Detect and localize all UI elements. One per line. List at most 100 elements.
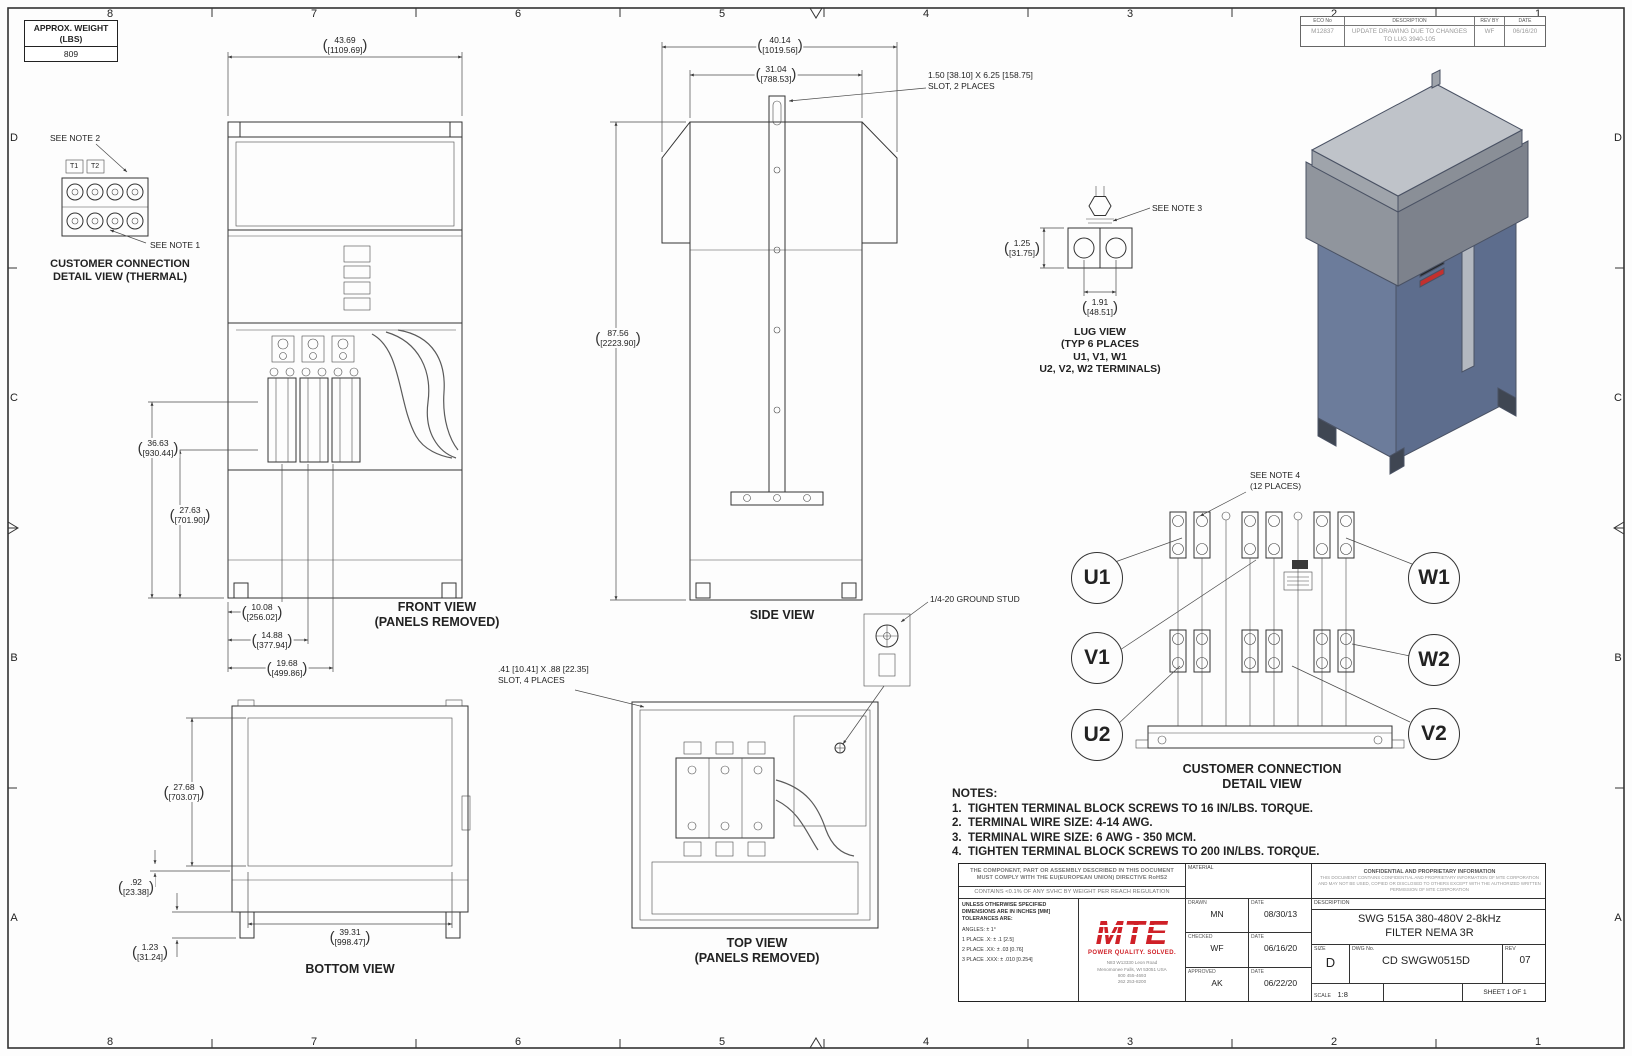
dim-side-40: ( 40.14[1019.56] ) [756, 34, 804, 56]
dim-bottom-123: ( 1.23[31.24] ) [131, 941, 169, 963]
zone-row-left-c: C [10, 392, 18, 404]
notes-heading: NOTES: [952, 786, 998, 800]
side-slot-callout: 1.50 [38.10] X 6.25 [158.75] SLOT, 2 PLA… [928, 70, 1033, 92]
front-view-drawing [227, 121, 463, 599]
side-view-drawing [661, 95, 898, 601]
notes-block: NOTES: 1. TIGHTEN TERMINAL BLOCK SCREWS … [952, 786, 1319, 859]
checked-date: 06/16/20 [1263, 943, 1298, 953]
zone-col-bottom-6: 6 [514, 1036, 522, 1048]
connection-view-drawing [1114, 491, 1413, 749]
eco-col-header: ECO No [1301, 17, 1345, 26]
thermal-see-note-1: SEE NOTE 1 [150, 240, 201, 250]
ground-stud-callout: 1/4-20 GROUND STUD [930, 594, 1020, 604]
checked-row: CHECKED WF DATE 06/16/20 [1186, 933, 1312, 968]
top-view-title: TOP VIEW (PANELS REMOVED) [694, 936, 820, 965]
dim-front-10: ( 10.08[256.02] ) [240, 601, 284, 623]
isometric-view [1305, 69, 1529, 475]
eco-number: M12837 [1301, 26, 1345, 46]
terminal-label-w2: W2 [1408, 634, 1460, 686]
eco-desc-header: DESCRIPTION [1345, 17, 1475, 26]
approved-date: 06/22/20 [1263, 978, 1298, 988]
tolerance-block: UNLESS OTHERWISE SPECIFIED DIMENSIONS AR… [959, 899, 1079, 1001]
logo-stripe [1093, 933, 1171, 936]
zone-row-right-a: A [1614, 912, 1622, 924]
description-line1: SWG 515A 380-480V 2-8kHz [1357, 913, 1502, 926]
zone-row-right-b: B [1614, 652, 1622, 664]
zone-col-bottom-1: 1 [1534, 1036, 1542, 1048]
top-view-drawing [631, 701, 879, 929]
note-item-3: 3. TERMINAL WIRE SIZE: 6 AWG - 350 MCM. [952, 831, 1197, 844]
terminal-label-u1: U1 [1071, 552, 1123, 604]
zone-col-bottom-3: 3 [1126, 1036, 1134, 1048]
dim-bottom-092: ( .92[23.38] ) [117, 876, 155, 898]
lug-view-title: LUG VIEW (TYP 6 PLACES U1, V1, W1 U2, V2… [1039, 326, 1161, 376]
dim-side-31: ( 31.04[788.53] ) [754, 63, 798, 85]
dim-bottom-3931: ( 39.31[998.47] ) [328, 926, 372, 948]
zone-col-bottom-2: 2 [1330, 1036, 1338, 1048]
thermal-t1-label: T1 [70, 163, 79, 170]
size-value: D [1325, 955, 1336, 970]
zone-col-bottom-7: 7 [310, 1036, 318, 1048]
terminal-label-u2: U2 [1071, 709, 1123, 761]
thermal-view-title: CUSTOMER CONNECTION DETAIL VIEW (THERMAL… [50, 258, 190, 283]
side-view-title: SIDE VIEW [749, 608, 815, 622]
material-cell: MATERIAL [1186, 864, 1312, 899]
zone-row-right-c: C [1614, 392, 1622, 404]
scale-value: 1:8 [1337, 990, 1348, 999]
zone-col-top-7: 7 [310, 8, 318, 20]
ground-stud-detail [842, 601, 929, 745]
terminal-label-v2: V2 [1408, 708, 1460, 760]
drawn-date: 08/30/13 [1263, 909, 1298, 919]
dim-bottom-2768: ( 27.68[703.07] ) [162, 781, 206, 803]
zone-col-top-3: 3 [1126, 8, 1134, 20]
top-slot-callout: .41 [10.41] X .88 [22.35] SLOT, 4 PLACES [498, 664, 589, 686]
eco-table: ECO No DESCRIPTION REV BY DATE M12837 UP… [1300, 16, 1546, 47]
confidential-statement: CONFIDENTIAL AND PROPRIETARY INFORMATION… [1312, 864, 1545, 899]
dim-lug-125: ( 1.25[31.75] ) [1003, 237, 1041, 259]
description-line2: FILTER NEMA 3R [1385, 927, 1474, 939]
eco-description: UPDATE DRAWING DUE TO CHANGES TO LUG 394… [1345, 26, 1475, 46]
approved-row: APPROVED AK DATE 06/22/20 [1186, 968, 1312, 1001]
sheet-border [7, 7, 1625, 1049]
zone-row-right-d: D [1614, 132, 1622, 144]
mte-tagline: POWER QUALITY. SOLVED. [1087, 950, 1177, 957]
eco-rev-header: REV BY [1475, 17, 1505, 26]
bottom-view-title: BOTTOM VIEW [305, 962, 395, 976]
dim-front-19: ( 19.68[499.86] ) [265, 657, 309, 679]
size-dwg-rev-row: SIZE D DWG No. CD SWGW0515D REV 07 [1312, 945, 1545, 984]
mte-address: N83 W13330 Leon Road Menomonee Falls, WI… [1097, 960, 1167, 985]
bottom-view-dimensions [150, 717, 453, 957]
thermal-view-drawing [61, 143, 149, 244]
mte-logo-block: MTE POWER QUALITY. SOLVED. N83 W13330 Le… [1079, 899, 1186, 1001]
logo-stripe [1093, 925, 1171, 928]
mte-logo: MTE [1093, 914, 1171, 952]
compliance-statement: THE COMPONENT, PART OR ASSEMBLY DESCRIBE… [959, 864, 1186, 887]
zone-col-top-6: 6 [514, 8, 522, 20]
checked-name: WF [1210, 943, 1224, 953]
zone-col-bottom-5: 5 [718, 1036, 726, 1048]
note-item-2: 2. TERMINAL WIRE SIZE: 4-14 AWG. [952, 817, 1153, 830]
zone-row-left-a: A [10, 912, 18, 924]
lug-view-dimensions [1040, 207, 1151, 296]
zone-col-bottom-8: 8 [106, 1036, 114, 1048]
dim-side-87: ( 87.56[2223.90] ) [594, 327, 642, 349]
bottom-view-drawing [231, 699, 471, 939]
connection-see-note-4: SEE NOTE 4 (12 PLACES) [1250, 470, 1302, 492]
dim-front-36: ( 36.63[930.44] ) [136, 437, 180, 459]
connection-view-title: CUSTOMER CONNECTION DETAIL VIEW [1182, 762, 1342, 791]
drawn-name: MN [1210, 909, 1224, 919]
weight-box-value: 809 [63, 49, 79, 60]
zone-col-top-2: 2 [1330, 8, 1338, 20]
dim-lug-191: ( 1.91[48.51] ) [1081, 296, 1119, 318]
eco-date: 06/16/20 [1512, 28, 1538, 35]
dim-front-27: ( 27.63[701.90] ) [168, 504, 212, 526]
zone-col-top-8: 8 [106, 8, 114, 20]
rev-value: 07 [1519, 955, 1531, 966]
dwg-number: CD SWGW0515D [1381, 955, 1471, 967]
side-view-dimensions [610, 42, 927, 601]
weight-box-title: APPROX. WEIGHT (LBS) [25, 21, 117, 48]
zone-row-left-b: B [10, 652, 18, 664]
top-slot-leader [574, 689, 645, 708]
lug-see-note-3: SEE NOTE 3 [1152, 203, 1203, 213]
